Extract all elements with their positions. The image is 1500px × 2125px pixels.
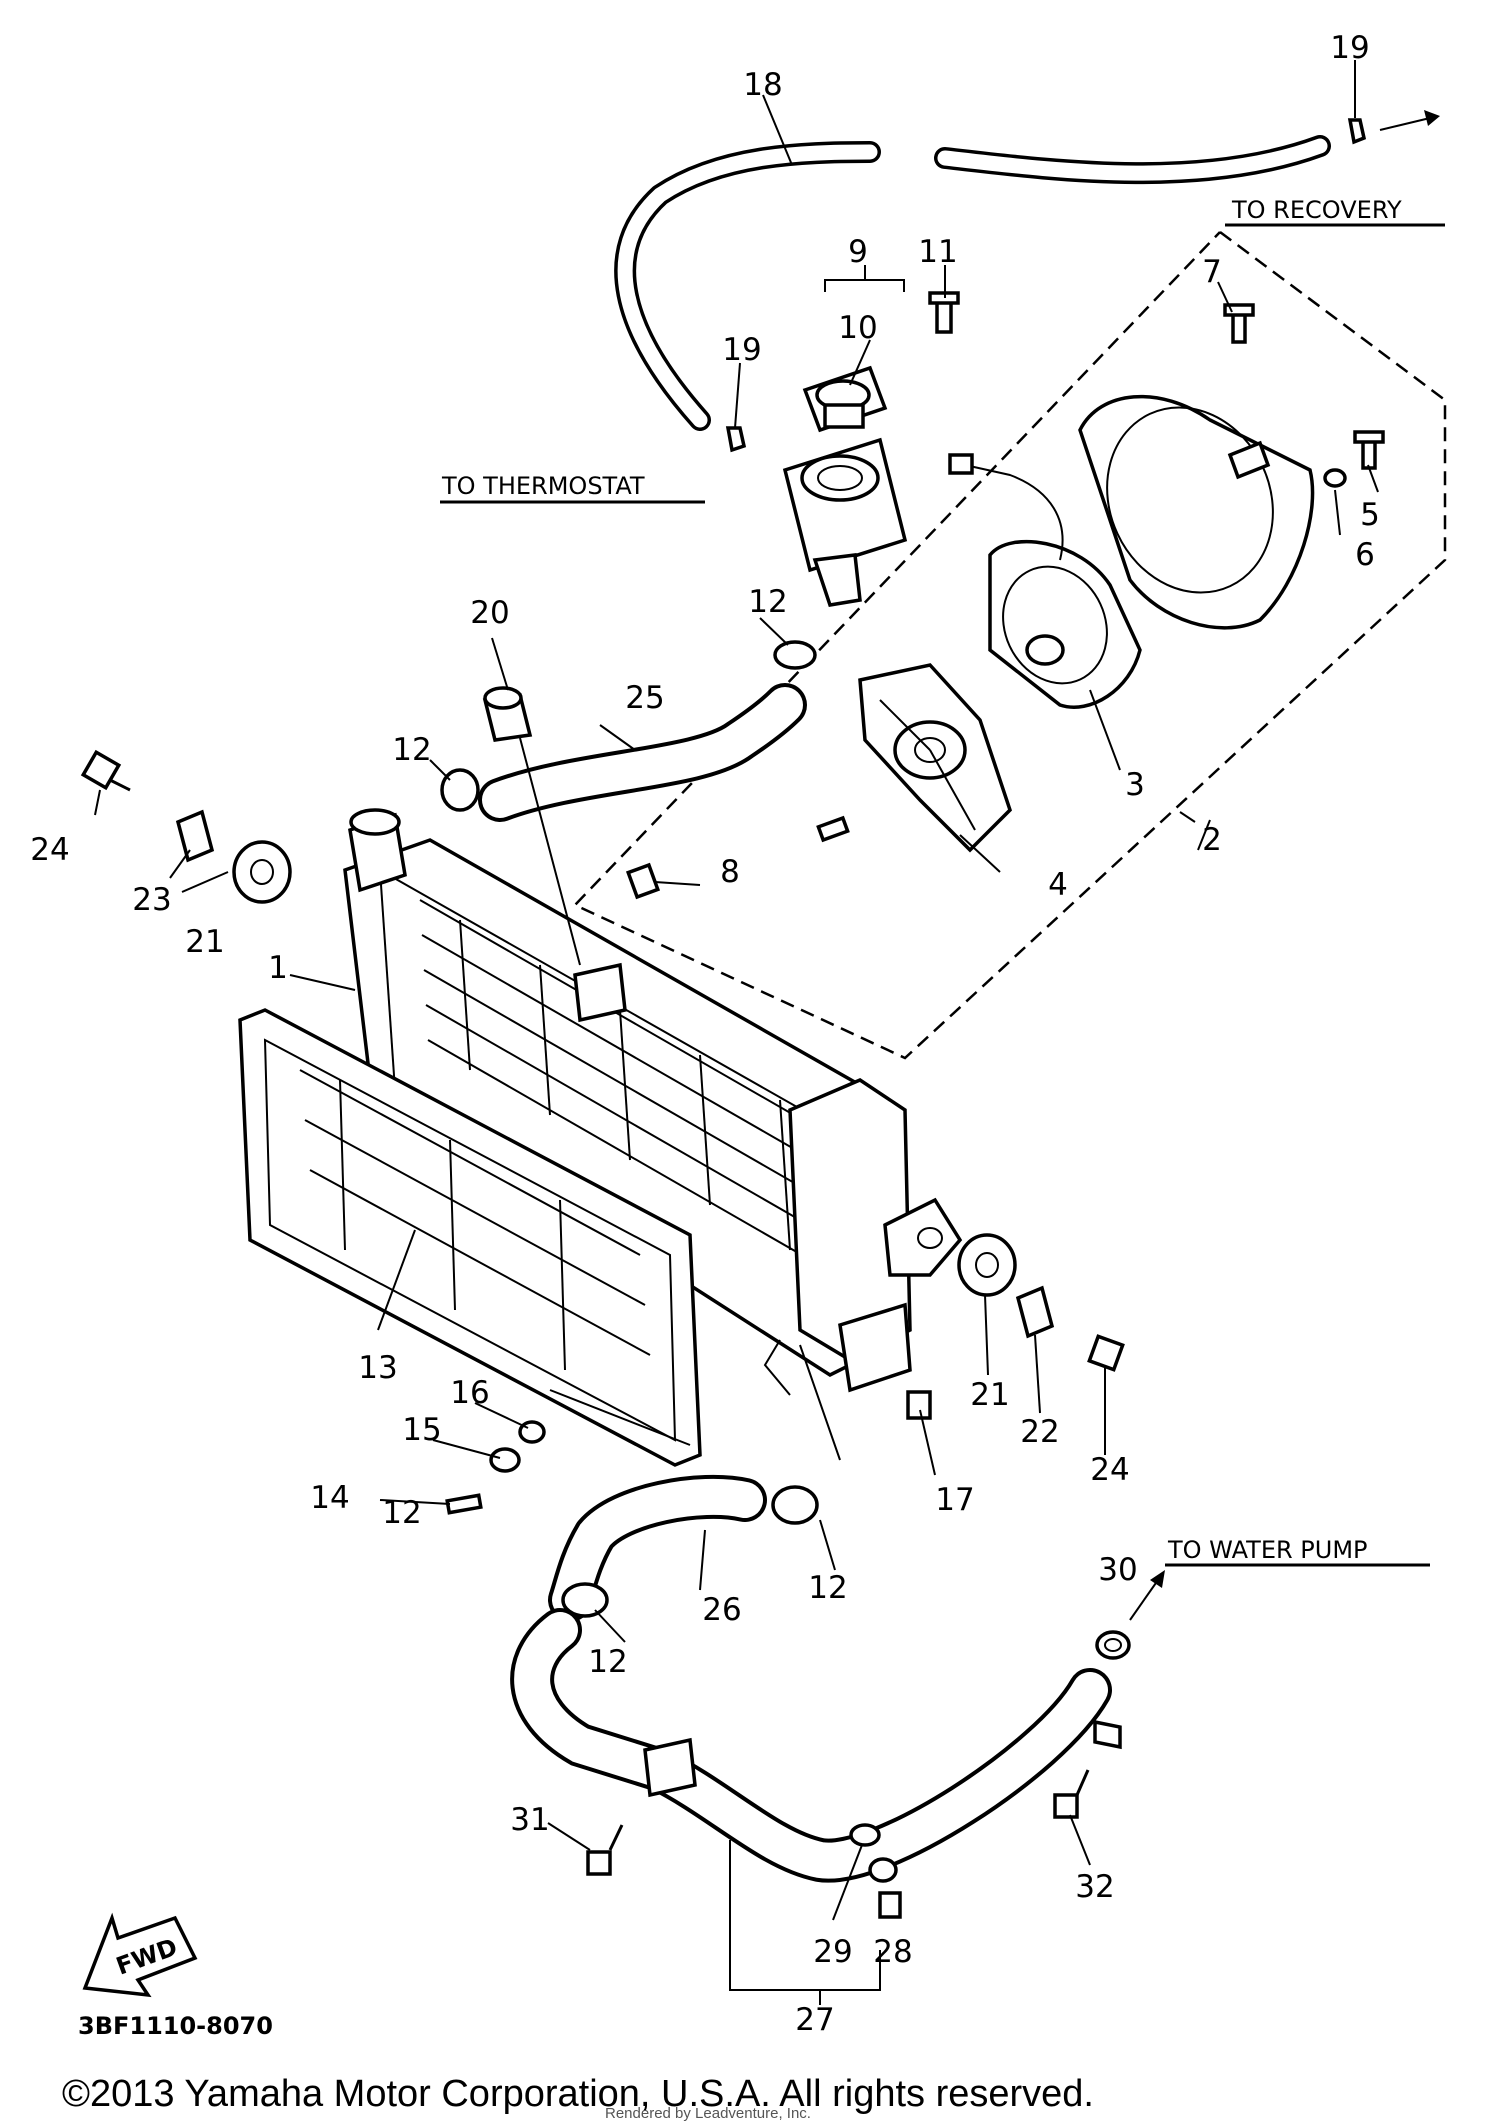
part-callout-14[interactable]: 14 <box>310 1480 349 1516</box>
part-callout-12[interactable]: 12 <box>392 732 431 768</box>
part-callout-2[interactable]: 2 <box>1202 822 1222 858</box>
radiator-guard[interactable] <box>238 1008 702 1467</box>
guard-bolt[interactable] <box>445 1420 546 1515</box>
to-recovery-arrow <box>1379 110 1440 131</box>
direction-underlines <box>440 223 1445 1567</box>
part-number-callouts: 1234567891011121212121213141516171819192… <box>30 30 1380 2038</box>
leader-lines <box>94 60 1379 2005</box>
render-stamp: Rendered by Leadventure, Inc. <box>605 2105 811 2122</box>
part-callout-12[interactable]: 12 <box>382 1495 421 1531</box>
pipe-bolt[interactable] <box>586 1769 1090 1876</box>
part-callout-3[interactable]: 3 <box>1125 767 1145 803</box>
part-callout-27[interactable]: 27 <box>795 2002 834 2038</box>
fan-shroud[interactable] <box>1077 380 1315 630</box>
part-callout-5[interactable]: 5 <box>1360 497 1380 533</box>
hose-clamp[interactable] <box>561 1485 819 1618</box>
part-callout-25[interactable]: 25 <box>625 680 664 716</box>
overflow-hose[interactable] <box>614 135 1331 431</box>
to-water-pump-label: TO WATER PUMP <box>1167 1536 1368 1564</box>
grommet[interactable] <box>232 840 1017 1297</box>
shroud-washer[interactable] <box>1323 468 1347 488</box>
fan-assembly-outline <box>572 230 1447 1060</box>
wire-clip[interactable] <box>625 862 932 1420</box>
fan-blade[interactable] <box>858 663 1013 853</box>
radiator-core-mesh <box>419 899 829 1271</box>
copyright-notice: ©2013 Yamaha Motor Corporation, U.S.A. A… <box>62 2073 1094 2115</box>
part-callout-6[interactable]: 6 <box>1355 537 1375 573</box>
diagram-code: 3BF1110-8070 <box>78 2012 273 2040</box>
part-callout-17[interactable]: 17 <box>935 1482 974 1518</box>
part-callout-32[interactable]: 32 <box>1075 1869 1114 1905</box>
part-callout-28[interactable]: 28 <box>873 1934 912 1970</box>
fan-motor[interactable] <box>948 453 1142 709</box>
part-callout-22[interactable]: 22 <box>1020 1414 1059 1450</box>
collar[interactable] <box>175 809 1055 1339</box>
radiator-cap-plug[interactable] <box>482 686 533 742</box>
part-callout-12[interactable]: 12 <box>748 584 787 620</box>
part-callout-21[interactable]: 21 <box>970 1377 1009 1413</box>
radiator[interactable] <box>343 808 963 1393</box>
part-callout-31[interactable]: 31 <box>510 1802 549 1838</box>
mount-bolt[interactable] <box>80 749 1125 1372</box>
part-callout-30[interactable]: 30 <box>1098 1552 1137 1588</box>
part-callout-13[interactable]: 13 <box>358 1350 397 1386</box>
to-water-pump-arrow <box>1129 1570 1165 1621</box>
part-callout-19[interactable]: 19 <box>722 332 761 368</box>
guard-mesh <box>299 1069 651 1371</box>
radiator-cap[interactable] <box>802 365 888 433</box>
part-callout-11[interactable]: 11 <box>918 234 957 270</box>
part-callout-8[interactable]: 8 <box>720 854 740 890</box>
to-thermostat-label: TO THERMOSTAT <box>441 472 645 500</box>
part-callout-4[interactable]: 4 <box>1048 867 1068 903</box>
to-recovery-label: TO RECOVERY <box>1231 196 1402 224</box>
part-callout-18[interactable]: 18 <box>743 67 782 103</box>
part-callout-1[interactable]: 1 <box>268 950 288 986</box>
part-callout-15[interactable]: 15 <box>402 1412 441 1448</box>
fan-bolt[interactable] <box>816 815 850 843</box>
hose-clamp[interactable] <box>440 640 817 812</box>
forward-arrow-icon: FWD <box>82 1912 198 1998</box>
upper-radiator-hose[interactable] <box>478 683 807 822</box>
lower-radiator-hose[interactable] <box>548 1474 767 1622</box>
filler-neck-bolt[interactable] <box>928 291 960 334</box>
part-callout-10[interactable]: 10 <box>838 310 877 346</box>
part-callout-19[interactable]: 19 <box>1330 30 1369 66</box>
part-callout-12[interactable]: 12 <box>588 1644 627 1680</box>
part-callout-29[interactable]: 29 <box>813 1934 852 1970</box>
part-callout-21[interactable]: 21 <box>185 924 224 960</box>
drain-bolt[interactable] <box>849 1823 902 1919</box>
part-callout-24[interactable]: 24 <box>30 832 69 868</box>
part-callout-23[interactable]: 23 <box>132 882 171 918</box>
filler-neck[interactable] <box>782 437 908 607</box>
part-callout-24[interactable]: 24 <box>1090 1452 1129 1488</box>
part-callout-20[interactable]: 20 <box>470 595 509 631</box>
part-callout-26[interactable]: 26 <box>702 1592 741 1628</box>
part-callout-9[interactable]: 9 <box>848 234 868 270</box>
water-pipe[interactable] <box>510 1608 1122 1883</box>
pipe-o-ring[interactable] <box>1095 1630 1131 1660</box>
part-callout-12[interactable]: 12 <box>808 1570 847 1606</box>
part-callout-7[interactable]: 7 <box>1202 254 1222 290</box>
part-callout-16[interactable]: 16 <box>450 1375 489 1411</box>
